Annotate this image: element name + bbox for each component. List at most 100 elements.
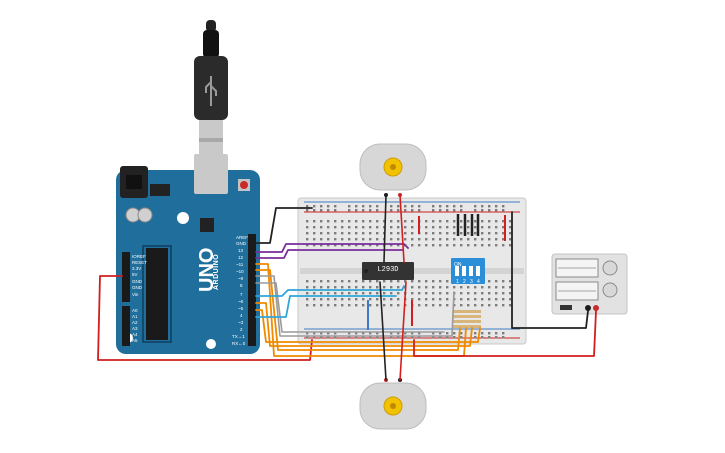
rail-hole[interactable]	[418, 336, 421, 339]
rail-hole[interactable]	[418, 209, 421, 212]
rail-hole[interactable]	[313, 209, 316, 212]
rail-hole[interactable]	[327, 209, 330, 212]
rail-hole[interactable]	[495, 336, 498, 339]
rail-hole[interactable]	[390, 205, 393, 208]
breadboard-hole[interactable]	[334, 238, 337, 241]
rail-hole[interactable]	[334, 205, 337, 208]
breadboard-hole[interactable]	[376, 220, 379, 223]
breadboard-hole[interactable]	[355, 220, 358, 223]
breadboard-hole[interactable]	[383, 220, 386, 223]
breadboard-hole[interactable]	[313, 226, 316, 229]
rail-hole[interactable]	[376, 209, 379, 212]
breadboard-hole[interactable]	[320, 286, 323, 289]
breadboard-hole[interactable]	[334, 286, 337, 289]
wire-motor-top-black[interactable]	[383, 194, 387, 263]
breadboard-hole[interactable]	[509, 232, 512, 235]
breadboard-hole[interactable]	[509, 238, 512, 241]
breadboard-hole[interactable]	[313, 292, 316, 295]
breadboard-hole[interactable]	[481, 226, 484, 229]
breadboard[interactable]	[297, 197, 527, 345]
breadboard-hole[interactable]	[474, 232, 477, 235]
breadboard-hole[interactable]	[390, 280, 393, 283]
rail-hole[interactable]	[369, 205, 372, 208]
breadboard-hole[interactable]	[481, 304, 484, 307]
breadboard-hole[interactable]	[341, 226, 344, 229]
breadboard-hole[interactable]	[341, 220, 344, 223]
breadboard-hole[interactable]	[425, 280, 428, 283]
breadboard-hole[interactable]	[320, 292, 323, 295]
breadboard-hole[interactable]	[418, 286, 421, 289]
breadboard-hole[interactable]	[390, 220, 393, 223]
rail-hole[interactable]	[488, 209, 491, 212]
rail-hole[interactable]	[348, 209, 351, 212]
rail-hole[interactable]	[306, 209, 309, 212]
breadboard-hole[interactable]	[502, 280, 505, 283]
breadboard-hole[interactable]	[306, 286, 309, 289]
rail-hole[interactable]	[334, 336, 337, 339]
rail-hole[interactable]	[320, 209, 323, 212]
breadboard-hole[interactable]	[397, 280, 400, 283]
breadboard-hole[interactable]	[306, 238, 309, 241]
breadboard-hole[interactable]	[495, 232, 498, 235]
wire-motor-bottom-red[interactable]	[399, 281, 407, 381]
breadboard-hole[interactable]	[509, 226, 512, 229]
wire-orange-4[interactable]	[255, 309, 481, 343]
breadboard-hole[interactable]	[446, 280, 449, 283]
arduino-uno-board[interactable]: AREF GND 13 12 ~11 ~10 ~9 8 7 ~6 ~5 4 ~3…	[116, 154, 260, 354]
rail-hole[interactable]	[453, 205, 456, 208]
breadboard-hole[interactable]	[481, 286, 484, 289]
breadboard-hole[interactable]	[502, 304, 505, 307]
breadboard-hole[interactable]	[446, 220, 449, 223]
breadboard-hole[interactable]	[509, 298, 512, 301]
wire-motor-bottom-black[interactable]	[379, 281, 387, 381]
breadboard-hole[interactable]	[481, 220, 484, 223]
breadboard-hole[interactable]	[306, 298, 309, 301]
rail-hole[interactable]	[362, 336, 365, 339]
dip-toggle-1[interactable]	[455, 266, 459, 276]
rail-hole[interactable]	[460, 332, 463, 335]
dc-power-supply[interactable]	[551, 253, 628, 315]
rail-hole[interactable]	[432, 336, 435, 339]
breadboard-hole[interactable]	[362, 292, 365, 295]
breadboard-hole[interactable]	[369, 286, 372, 289]
breadboard-hole[interactable]	[397, 292, 400, 295]
breadboard-hole[interactable]	[376, 238, 379, 241]
breadboard-hole[interactable]	[341, 304, 344, 307]
breadboard-hole[interactable]	[488, 280, 491, 283]
breadboard-hole[interactable]	[509, 304, 512, 307]
breadboard-hole[interactable]	[495, 298, 498, 301]
rail-hole[interactable]	[488, 332, 491, 335]
breadboard-hole[interactable]	[397, 286, 400, 289]
breadboard-hole[interactable]	[502, 238, 505, 241]
breadboard-hole[interactable]	[320, 298, 323, 301]
breadboard-hole[interactable]	[313, 286, 316, 289]
breadboard-hole[interactable]	[474, 244, 477, 247]
breadboard-hole[interactable]	[355, 238, 358, 241]
breadboard-hole[interactable]	[362, 244, 365, 247]
breadboard-hole[interactable]	[411, 232, 414, 235]
rail-hole[interactable]	[306, 205, 309, 208]
breadboard-hole[interactable]	[495, 292, 498, 295]
breadboard-hole[interactable]	[355, 226, 358, 229]
breadboard-hole[interactable]	[348, 298, 351, 301]
breadboard-hole[interactable]	[376, 286, 379, 289]
breadboard-hole[interactable]	[474, 220, 477, 223]
rail-hole[interactable]	[460, 205, 463, 208]
breadboard-hole[interactable]	[362, 304, 365, 307]
rail-hole[interactable]	[362, 205, 365, 208]
breadboard-hole[interactable]	[460, 298, 463, 301]
breadboard-hole[interactable]	[306, 220, 309, 223]
breadboard-hole[interactable]	[439, 292, 442, 295]
breadboard-hole[interactable]	[362, 280, 365, 283]
breadboard-hole[interactable]	[502, 244, 505, 247]
breadboard-hole[interactable]	[502, 292, 505, 295]
power-supply-current-knob[interactable]	[602, 282, 618, 298]
breadboard-hole[interactable]	[453, 232, 456, 235]
breadboard-hole[interactable]	[404, 238, 407, 241]
breadboard-hole[interactable]	[418, 298, 421, 301]
rail-hole[interactable]	[334, 209, 337, 212]
breadboard-hole[interactable]	[397, 238, 400, 241]
breadboard-hole[interactable]	[481, 292, 484, 295]
rail-hole[interactable]	[446, 205, 449, 208]
rail-hole[interactable]	[362, 209, 365, 212]
